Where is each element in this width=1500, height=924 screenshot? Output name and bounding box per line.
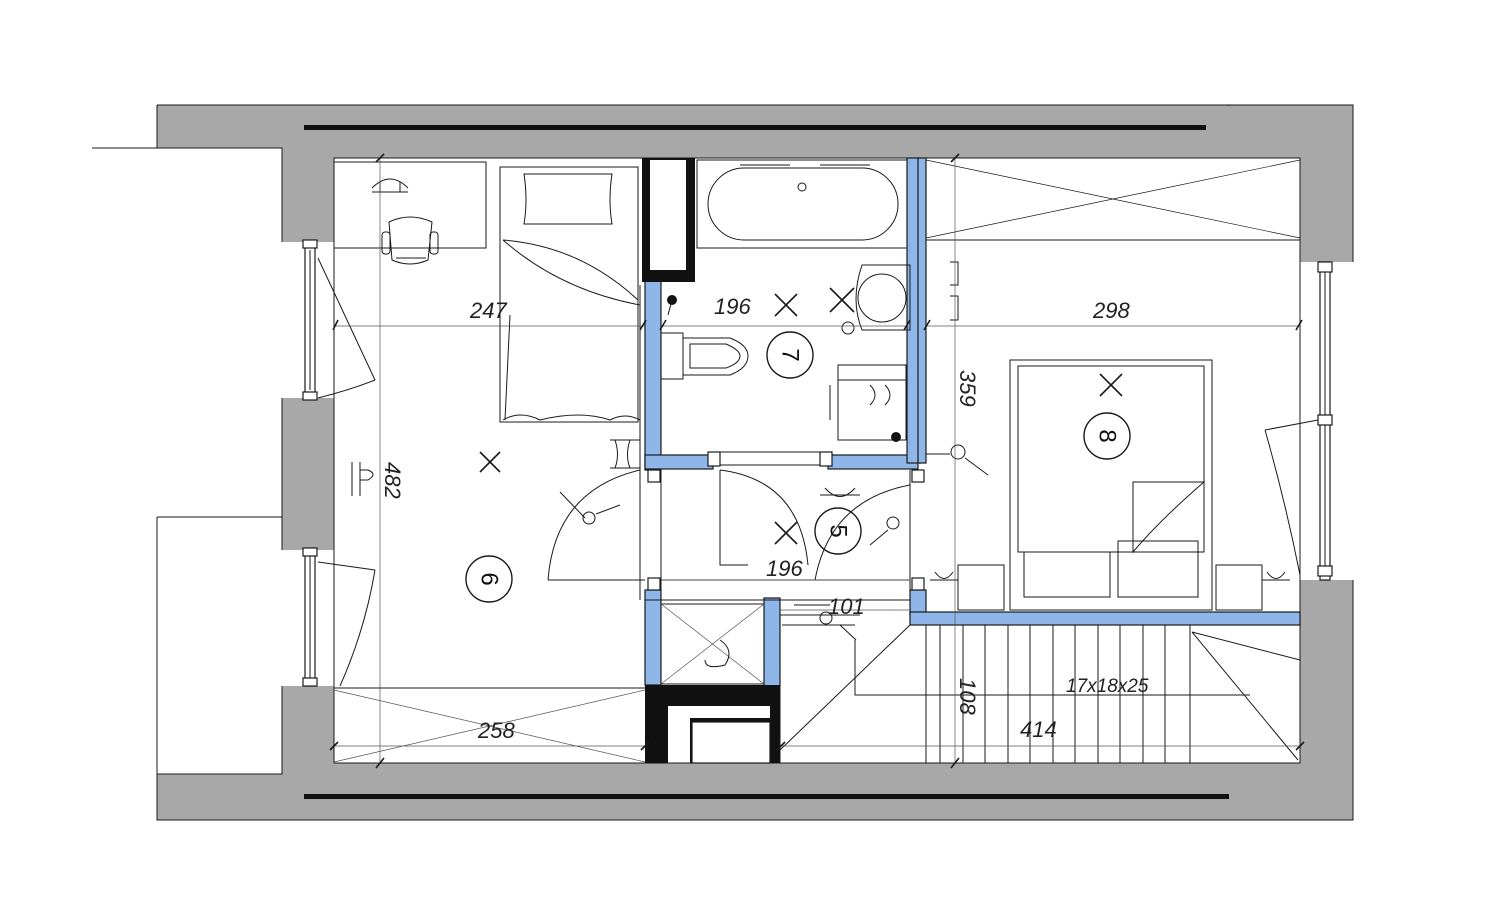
pillow-icon bbox=[1117, 540, 1199, 598]
nightstand bbox=[957, 564, 1005, 611]
door-swing bbox=[547, 469, 645, 581]
dim-hall-small: 101 bbox=[828, 594, 865, 619]
chimney-shaft bbox=[642, 158, 695, 282]
beam-bottom bbox=[304, 794, 1229, 799]
pillow-icon bbox=[523, 173, 613, 225]
dim-room6-length: 482 bbox=[380, 462, 405, 499]
wall-bottom bbox=[157, 580, 1353, 820]
bed bbox=[499, 166, 639, 423]
desk bbox=[333, 161, 487, 249]
washing-machine bbox=[837, 364, 907, 441]
room-number: 5 bbox=[825, 524, 852, 537]
dim-room8-length: 359 bbox=[955, 370, 980, 407]
shower bbox=[660, 603, 765, 685]
room-markers: 6 7 8 5 bbox=[465, 331, 1131, 603]
dimension-lines bbox=[329, 153, 1305, 769]
dim-stair-total: 414 bbox=[1020, 717, 1057, 742]
pillow-icon bbox=[1023, 551, 1111, 598]
staircase bbox=[779, 624, 1301, 764]
hall-room-5 bbox=[719, 469, 911, 641]
room-number: 7 bbox=[777, 348, 804, 361]
room-marker-5: 5 bbox=[814, 507, 862, 555]
dimension-labels: 247 482 258 196 196 298 359 101 108 414 … bbox=[380, 294, 1149, 743]
room-number: 6 bbox=[476, 572, 503, 585]
room-6-furniture bbox=[333, 161, 645, 581]
toilet-bowl bbox=[682, 337, 749, 376]
interior-lines bbox=[333, 159, 1301, 763]
dim-hall-width: 196 bbox=[766, 556, 803, 581]
ceiling-light-icon bbox=[774, 293, 798, 317]
dim-room6-width: 247 bbox=[469, 298, 507, 323]
room-7-bathroom bbox=[660, 159, 911, 442]
nightstand bbox=[1215, 564, 1263, 611]
washbasin bbox=[855, 264, 911, 331]
beam-top bbox=[304, 125, 1206, 130]
windows bbox=[302, 239, 1333, 687]
ceiling-light-icon bbox=[479, 451, 501, 473]
bathtub-basin bbox=[707, 167, 899, 241]
room-number: 8 bbox=[1094, 429, 1121, 442]
room-marker-8: 8 bbox=[1083, 412, 1131, 460]
dim-room6-bottom: 258 bbox=[477, 718, 515, 743]
wall-left-pier bbox=[282, 398, 334, 550]
door-swing bbox=[719, 469, 809, 566]
bathtub bbox=[696, 159, 908, 249]
dim-room7-width: 196 bbox=[714, 294, 751, 319]
wall-top bbox=[157, 105, 1353, 262]
ceiling-light-icon bbox=[1099, 373, 1123, 397]
room-8-furniture bbox=[926, 261, 1290, 611]
dim-room8-width: 298 bbox=[1092, 298, 1130, 323]
toilet-tank bbox=[660, 332, 684, 380]
room-marker-7: 7 bbox=[766, 331, 814, 379]
partitions bbox=[642, 157, 1301, 764]
bed bbox=[1009, 359, 1213, 611]
exterior-walls bbox=[92, 104, 1354, 821]
room-marker-6: 6 bbox=[465, 555, 513, 603]
wall-light-icon bbox=[829, 287, 855, 313]
dim-stair-length: 108 bbox=[955, 678, 980, 715]
dim-stair-spec: 17x18x25 bbox=[1066, 676, 1149, 697]
ceiling-light-icon bbox=[774, 521, 798, 545]
office-chair bbox=[388, 216, 433, 265]
bed-cover bbox=[1132, 481, 1206, 554]
